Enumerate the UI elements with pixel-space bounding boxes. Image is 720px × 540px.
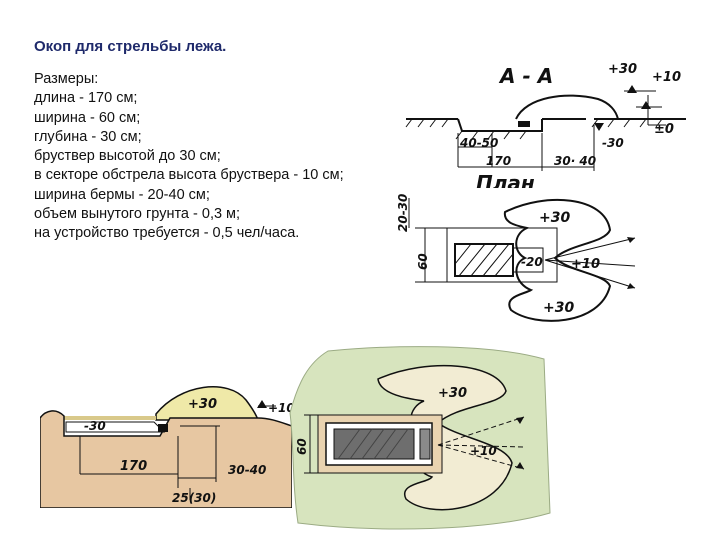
label-plus10: +10: [268, 401, 292, 415]
label-pm0: ±0: [654, 122, 674, 137]
text-line: объем вынутого грунта - 0,3 м;: [34, 206, 241, 223]
label-minus30: -30: [84, 419, 106, 433]
label-plus30: +30: [438, 386, 467, 401]
color-plan-illustration: 60 +30 +10: [289, 346, 551, 530]
text-line: в секторе обстрела высота бруствера - 10…: [34, 167, 344, 184]
label-dim-20-30: 20-30: [396, 194, 410, 232]
label-plus30: +30: [188, 397, 217, 412]
label-plus10: +10: [652, 70, 681, 85]
text-line: Размеры:: [34, 71, 99, 87]
label-plus30-top: +30: [539, 210, 570, 226]
label-plus30-bottom: +30: [543, 300, 574, 316]
dimensions-text: Размеры: длина - 170 см; ширина - 60 см;…: [34, 70, 344, 244]
section-drawing: А - А +30 +10 ±0 -30 40-50 170 30· 40 Пл…: [366, 55, 720, 190]
label-minus30: -30: [602, 136, 624, 150]
label-plus30: +30: [608, 62, 637, 77]
label-berm: 30· 40: [554, 154, 596, 168]
text-line: глубина - 30 см;: [34, 128, 142, 145]
label-bottom: 25(30): [172, 491, 216, 505]
label-length: 170: [120, 459, 147, 474]
text-line: длина - 170 см;: [34, 90, 138, 107]
text-line: бруствер высотой до 30 см;: [34, 148, 221, 165]
slide-title: Окоп для стрельбы лежа.: [34, 38, 227, 55]
label-plus10: +10: [470, 444, 497, 458]
section-title: А - А: [498, 64, 553, 88]
label-berm: 30-40: [228, 463, 266, 477]
label-minus20: -20: [521, 255, 543, 269]
text-line: на устройство требуется - 0,5 чел/часа.: [34, 225, 300, 242]
label-length: 170: [486, 154, 511, 168]
text-line: ширина бермы - 20-40 см;: [34, 186, 210, 203]
plan-title: План: [476, 171, 535, 190]
color-section-illustration: +30 +10 -30 170 30-40 25(30): [40, 378, 292, 508]
label-dim-60: 60: [295, 438, 309, 455]
label-plus10: +10: [571, 257, 600, 272]
label-dim-60: 60: [416, 253, 430, 270]
text-line: ширина - 60 см;: [34, 109, 141, 126]
label-width: 40-50: [459, 136, 498, 150]
plan-drawing: 20-30 60 +30 +30 +10 -20: [395, 188, 640, 348]
